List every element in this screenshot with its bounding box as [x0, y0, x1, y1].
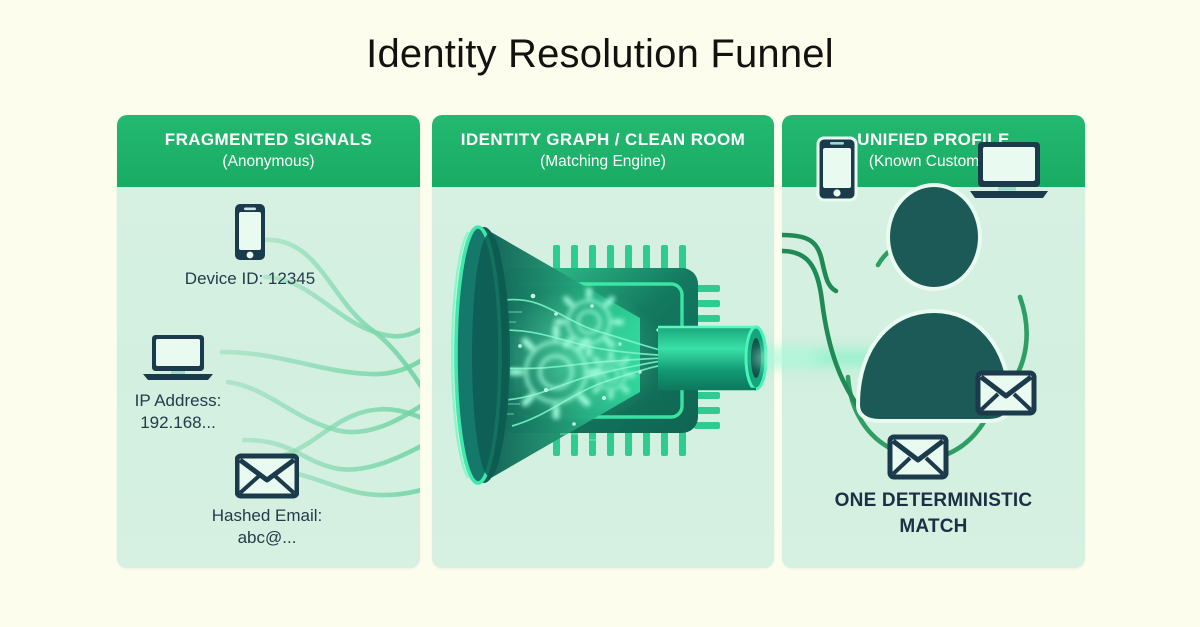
unified-profile-graphic: [782, 136, 1048, 480]
match-label-line-2: MATCH: [899, 515, 968, 537]
signal-device-label: Device ID: 12345: [184, 269, 316, 288]
laptop-icon: [108, 322, 248, 384]
orbit-laptop-icon: [970, 142, 1048, 198]
smartphone-icon: [180, 200, 320, 262]
panel-3-subheading: (Known Customer): [868, 152, 999, 170]
orbit-smartphone-icon: [816, 136, 858, 202]
panel-2-header: IDENTITY GRAPH / CLEAN ROOM (Matching En…: [432, 115, 774, 187]
panel-2-heading: IDENTITY GRAPH / CLEAN ROOM: [460, 130, 746, 150]
page-title: Identity Resolution Funnel: [366, 32, 834, 76]
panel-identity-graph: IDENTITY GRAPH / CLEAN ROOM (Matching En…: [432, 115, 774, 568]
envelope-icon: [197, 437, 337, 499]
signal-device-id: Device ID: 12345: [180, 200, 320, 290]
signal-ip-address: IP Address: 192.168...: [108, 322, 248, 434]
signal-ip-label-2: 192.168...: [140, 413, 216, 433]
signal-email-label-2: abc@...: [237, 528, 297, 548]
panel-1-subheading: (Anonymous): [222, 152, 315, 170]
deterministic-match-label: ONE DETERMINISTIC MATCH: [782, 488, 1085, 539]
orbit-envelope-icon-bottom: [887, 434, 949, 480]
panel-3-heading: UNIFIED PROFILE: [857, 130, 1010, 150]
arc-email-bottom-to-phone: [845, 374, 891, 450]
signal-email-label-1: Hashed Email:: [211, 506, 323, 525]
panel-1-heading: FRAGMENTED SIGNALS: [164, 130, 373, 150]
person-silhouette-icon: [855, 183, 1013, 423]
panel-1-header: FRAGMENTED SIGNALS (Anonymous): [117, 115, 420, 187]
panel-2-subheading: (Matching Engine): [540, 152, 666, 170]
signal-hashed-email: Hashed Email: abc@...: [197, 437, 337, 549]
signal-ip-label-1: IP Address:: [134, 391, 222, 410]
orbit-envelope-icon-right: [975, 370, 1037, 416]
match-label-line-1: ONE DETERMINISTIC: [834, 490, 1033, 511]
